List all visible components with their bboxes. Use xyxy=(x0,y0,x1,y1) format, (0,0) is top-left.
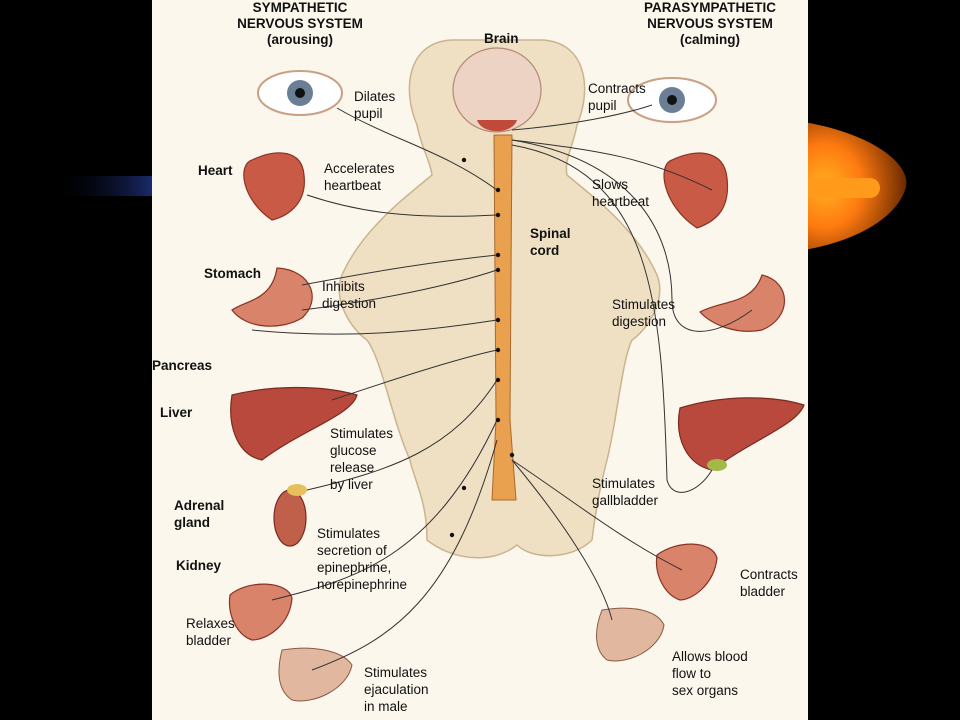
dilates-pupil-label: Dilates pupil xyxy=(354,89,396,121)
stimulates-gallbladder-label: Stimulates gallbladder xyxy=(592,476,659,508)
stimulates-digestion-label: Stimulates digestion xyxy=(612,297,676,329)
right-heart xyxy=(663,152,729,229)
right-liver xyxy=(678,397,805,471)
contracts-bladder-label: Contracts bladder xyxy=(740,567,798,599)
left-stomach xyxy=(231,267,313,327)
gallbladder xyxy=(707,459,727,471)
contracts-pupil-label: Contracts pupil xyxy=(588,81,646,113)
adrenal-gland-label: Adrenal gland xyxy=(174,498,225,530)
glucose-release-label: Stimulates glucose release by liver xyxy=(330,426,394,492)
sympathetic-nerves xyxy=(251,107,498,671)
kidney-label: Kidney xyxy=(176,558,222,573)
right-bladder xyxy=(655,543,718,601)
parasympathetic-nerves xyxy=(511,104,753,621)
relaxes-bladder-label: Relaxes bladder xyxy=(186,616,235,648)
right-orange-bar xyxy=(800,178,880,198)
brain-stem xyxy=(477,120,517,132)
brain-shape xyxy=(452,47,542,133)
sympathetic-header: SYMPATHETIC NERVOUS SYSTEM (arousing) xyxy=(237,0,363,47)
ganglion-dots xyxy=(449,157,515,538)
left-reproductive xyxy=(278,647,353,702)
ejaculation-label: Stimulates ejaculation in male xyxy=(364,665,429,714)
left-blue-bar xyxy=(50,176,152,196)
adrenal-shape xyxy=(287,484,307,496)
liver-label: Liver xyxy=(160,405,193,420)
blood-flow-label: Allows blood flow to sex organs xyxy=(672,649,748,698)
nervous-system-illustration xyxy=(228,39,805,702)
stomach-label: Stomach xyxy=(204,266,262,281)
pancreas-label: Pancreas xyxy=(152,358,213,373)
heart-label: Heart xyxy=(198,163,233,178)
left-liver xyxy=(230,386,358,461)
brain-label: Brain xyxy=(484,31,519,46)
epinephrine-label: Stimulates secretion of epinephrine, nor… xyxy=(317,526,408,592)
left-heart xyxy=(243,152,305,221)
right-stomach xyxy=(699,274,786,332)
diagram-panel: SYMPATHETIC NERVOUS SYSTEM (arousing) PA… xyxy=(152,0,808,720)
spinal-cord-label: Spinal cord xyxy=(530,226,571,258)
left-bladder xyxy=(228,583,293,641)
slows-heartbeat-label: Slows heartbeat xyxy=(592,177,650,209)
right-reproductive xyxy=(596,607,665,662)
accelerates-heartbeat-label: Accelerates heartbeat xyxy=(324,161,395,193)
kidney-shape xyxy=(273,489,307,547)
parasympathetic-header: PARASYMPATHETIC NERVOUS SYSTEM (calming) xyxy=(643,0,776,47)
inhibits-digestion-label: Inhibits digestion xyxy=(322,279,377,311)
